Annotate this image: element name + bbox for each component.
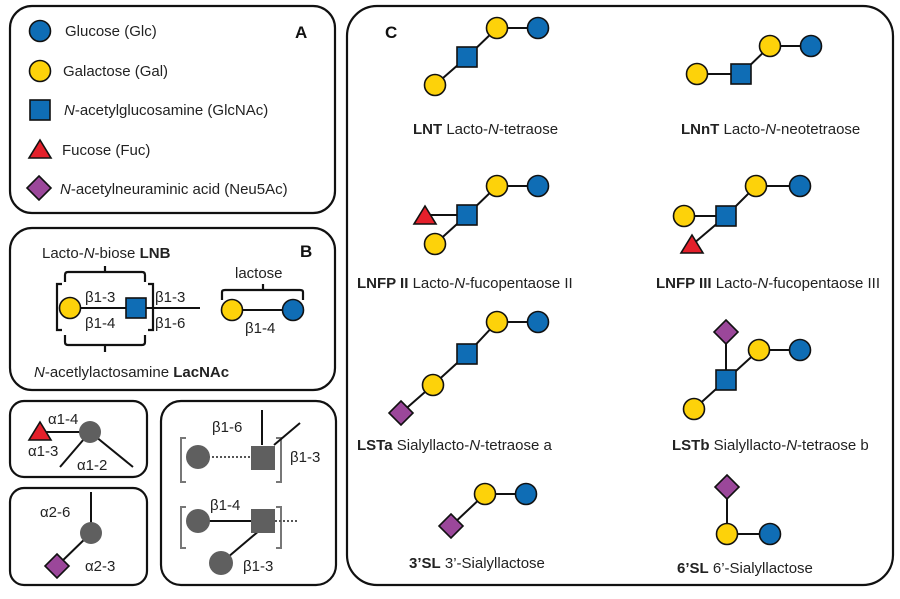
structure-label: LSTa Sialyllacto-N-tetraose a: [357, 437, 552, 454]
glucose-icon: [514, 482, 538, 506]
generic-hexnac-icon: [251, 446, 275, 470]
panel-c-letter: C: [385, 23, 397, 42]
lactose-bracket: [220, 284, 305, 300]
panel-c-hmo-structures: C LNT Lacto-N-tetraose LNnT Lacto-N-neot…: [345, 4, 895, 587]
panel-a-legend: A Glucose (Glc) Galactose (Gal) N-acetyl…: [8, 4, 337, 215]
linkage-b13-inner: β1-3: [85, 289, 115, 306]
linkage-a26: α2-6: [40, 504, 70, 521]
lactose-label: lactose: [235, 265, 283, 282]
glucose-icon: [788, 338, 812, 362]
galactose-icon: [758, 34, 782, 58]
linkage-b13-lower: β1-3: [243, 558, 273, 575]
galactose-icon: [682, 397, 706, 421]
panel-b-letter: B: [300, 242, 312, 261]
legend-glcnac-label: N-acetylglucosamine (GlcNAc): [64, 102, 268, 119]
galactose-icon: [423, 232, 447, 256]
galactose-icon: [747, 338, 771, 362]
glucose-icon: [788, 174, 812, 198]
glucose-icon: [799, 34, 823, 58]
glcnac-icon: [456, 46, 478, 68]
structure-label: 3’SL 3’-Sialyllactose: [409, 555, 545, 572]
galactose-icon: [220, 298, 244, 322]
structure-label: 6’SL 6’-Sialyllactose: [677, 560, 813, 577]
galactose-icon: [421, 373, 445, 397]
generic-hexnac-icon: [251, 509, 275, 533]
galactose-icon: [744, 174, 768, 198]
lnb-label: Lacto-N-biose LNB: [42, 245, 171, 262]
glcnac-icon: [715, 205, 737, 227]
glucose-icon: [526, 310, 550, 334]
legend-neu5ac-label: N-acetylneuraminic acid (Neu5Ac): [60, 181, 288, 198]
linkage-line: [273, 422, 301, 446]
structure-label: LNFP III Lacto-N-fucopentaose III: [656, 275, 880, 292]
legend-glucose-label: Glucose (Glc): [65, 23, 157, 40]
glucose-icon: [526, 16, 550, 40]
galactose-icon: [672, 204, 696, 228]
structure-label: LNnT Lacto-N-neotetraose: [681, 121, 860, 138]
galactose-icon: [715, 522, 739, 546]
linkage-b16: β1-6: [212, 419, 242, 436]
linkage-a23: α2-3: [85, 558, 115, 575]
generic-monosaccharide-icon: [186, 445, 210, 469]
generic-monosaccharide-icon: [79, 421, 101, 443]
sialic-linkages-box: α2-6 α2-3: [8, 486, 149, 587]
structure-label: LNFP II Lacto-N-fucopentaose II: [357, 275, 573, 292]
linkage-a14: α1-4: [48, 411, 78, 428]
structure-lsta: LSTa Sialyllacto-N-tetraose a: [357, 310, 552, 454]
structure-3sl: 3’SL 3’-Sialyllactose: [409, 482, 545, 572]
glcnac-icon: [29, 99, 51, 121]
linkage-b13-upper: β1-3: [290, 449, 320, 466]
galactose-icon: [28, 59, 52, 83]
linkage-a12: α1-2: [77, 457, 107, 474]
linkage-b13-outer: β1-3: [155, 289, 185, 306]
panel-a-letter: A: [295, 23, 307, 42]
generic-monosaccharide-icon: [186, 509, 210, 533]
fucose-linkages-box: α1-4 α1-3 α1-2: [8, 399, 149, 479]
glucose-icon: [526, 174, 550, 198]
glucose-icon: [28, 19, 52, 43]
structure-lstb: LSTb Sialyllacto-N-tetraose b: [672, 319, 869, 454]
generic-monosaccharide-icon: [209, 551, 233, 575]
structure-lnfp-ii: LNFP II Lacto-N-fucopentaose II: [357, 174, 573, 292]
galactose-icon: [485, 310, 509, 334]
panel-b-disaccharides: B Lacto-N-biose LNB β1-3 β1-4 β1-3 β1-6 …: [8, 226, 337, 392]
left-square-bracket: [180, 437, 186, 483]
structure-lnfp-iii: LNFP III Lacto-N-fucopentaose III: [656, 174, 880, 292]
linkage-b14-inner: β1-4: [85, 315, 115, 332]
glcnac-icon: [456, 343, 478, 365]
legend-galactose-label: Galactose (Gal): [63, 63, 168, 80]
galactose-icon: [423, 73, 447, 97]
linkage-b16-outer: β1-6: [155, 315, 185, 332]
glcnac-icon: [456, 204, 478, 226]
generic-monosaccharide-icon: [80, 522, 102, 544]
galactose-icon: [473, 482, 497, 506]
glcnac-icon: [125, 297, 147, 319]
lnb-bracket: [63, 266, 147, 282]
lacnac-label: N-acetlylactosamine LacNAc: [34, 364, 229, 381]
lacnac-bracket: [63, 335, 147, 352]
linkage-a13: α1-3: [28, 443, 58, 460]
galactose-icon: [485, 16, 509, 40]
structure-label: LNT Lacto-N-tetraose: [413, 121, 558, 138]
legend-fucose-label: Fucose (Fuc): [62, 142, 150, 159]
lactose-linkage: β1-4: [245, 320, 275, 337]
structure-6sl: 6’SL 6’-Sialyllactose: [677, 474, 813, 577]
structure-lnt: LNT Lacto-N-tetraose: [413, 16, 558, 138]
structure-label: LSTb Sialyllacto-N-tetraose b: [672, 437, 869, 454]
right-square-bracket: [276, 506, 282, 549]
linkage-b14: β1-4: [210, 497, 240, 514]
galactose-icon: [485, 174, 509, 198]
glcnac-icon: [715, 369, 737, 391]
left-square-bracket: [55, 282, 62, 332]
galactose-icon: [685, 62, 709, 86]
left-square-bracket: [180, 506, 186, 549]
core-linkages-box: β1-6 β1-3 β1-4 β1-3: [159, 399, 338, 587]
glcnac-icon: [730, 63, 752, 85]
right-square-bracket: [276, 437, 282, 483]
structure-lnnt: LNnT Lacto-N-neotetraose: [681, 34, 860, 138]
glucose-icon: [281, 298, 305, 322]
glucose-icon: [758, 522, 782, 546]
galactose-icon: [58, 296, 82, 320]
